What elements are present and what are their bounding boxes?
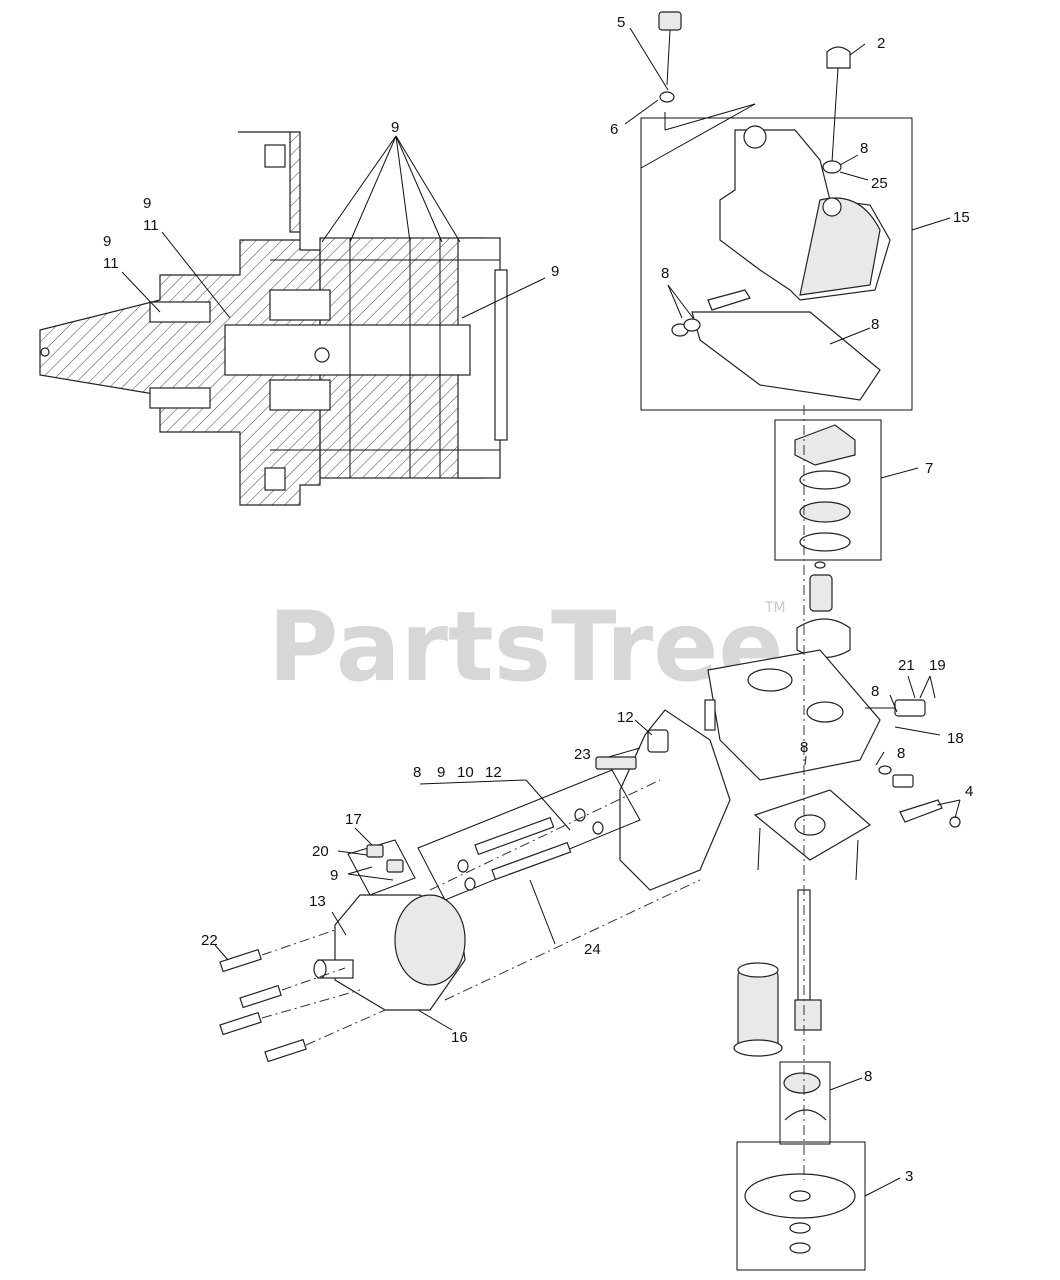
callout-19: 19 bbox=[929, 657, 946, 674]
callout-17: 17 bbox=[345, 811, 362, 828]
callout-12: 12 bbox=[617, 709, 634, 726]
callout-15: 15 bbox=[953, 209, 970, 226]
callout-10: 10 bbox=[457, 764, 474, 781]
callout-8: 8 bbox=[871, 683, 879, 700]
callout-labels: 5 2 6 8 25 15 9 9 11 9 11 9 8 8 7 21 19 … bbox=[103, 14, 973, 1185]
shaft-group bbox=[733, 889, 901, 1271]
callout-12: 12 bbox=[485, 764, 502, 781]
bolts bbox=[214, 929, 386, 1063]
callout-4: 4 bbox=[965, 783, 973, 800]
cross-section-view bbox=[39, 131, 546, 506]
callout-8: 8 bbox=[871, 316, 879, 333]
callout-3: 3 bbox=[905, 1168, 913, 1185]
callout-2: 2 bbox=[877, 35, 885, 52]
callout-21: 21 bbox=[898, 657, 915, 674]
watermark-trademark: TM bbox=[764, 600, 786, 616]
callout-8: 8 bbox=[800, 739, 808, 756]
callout-16: 16 bbox=[451, 1029, 468, 1046]
callout-23: 23 bbox=[574, 746, 591, 763]
callout-8: 8 bbox=[864, 1068, 872, 1085]
callout-9: 9 bbox=[103, 233, 111, 250]
callout-22: 22 bbox=[201, 932, 218, 949]
callout-9: 9 bbox=[143, 195, 151, 212]
callout-9: 9 bbox=[437, 764, 445, 781]
watermark-text: PartsTree bbox=[268, 591, 783, 703]
callout-6: 6 bbox=[610, 121, 618, 138]
callout-13: 13 bbox=[309, 893, 326, 910]
callout-25: 25 bbox=[871, 175, 888, 192]
callout-9: 9 bbox=[391, 119, 399, 136]
callout-20: 20 bbox=[312, 843, 329, 860]
callout-18: 18 bbox=[947, 730, 964, 747]
callout-8: 8 bbox=[897, 745, 905, 762]
callout-8: 8 bbox=[860, 140, 868, 157]
callout-11: 11 bbox=[103, 255, 119, 272]
callout-7: 7 bbox=[925, 460, 933, 477]
housing-assembly bbox=[624, 11, 951, 411]
callout-11: 11 bbox=[143, 217, 159, 234]
swash-bearing-group bbox=[774, 419, 919, 561]
callout-9: 9 bbox=[551, 263, 559, 280]
callout-9: 9 bbox=[330, 867, 338, 884]
callout-8: 8 bbox=[413, 764, 421, 781]
callout-24: 24 bbox=[584, 941, 601, 958]
center-section bbox=[704, 561, 961, 881]
pump-body-group bbox=[214, 405, 805, 1180]
callout-8: 8 bbox=[661, 265, 669, 282]
callout-5: 5 bbox=[617, 14, 625, 31]
